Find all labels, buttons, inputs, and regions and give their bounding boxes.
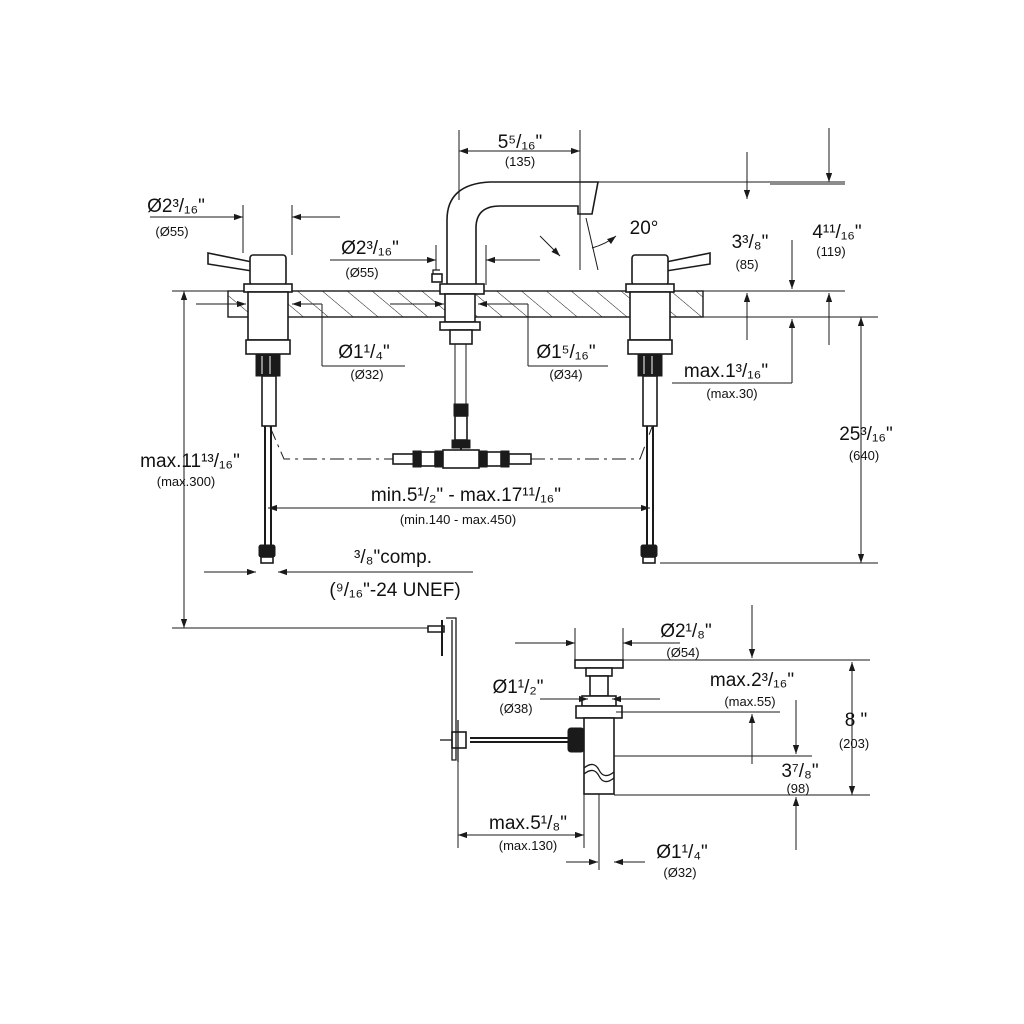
drain-deck-metric: (max.55): [724, 694, 775, 709]
drain-hole-label: Ø1¹/₂": [492, 677, 543, 698]
drain-assembly: [172, 617, 624, 870]
tail-dia-metric: (Ø32): [663, 865, 696, 880]
rod-reach-metric: (max.130): [499, 838, 558, 853]
drain-tail-label: 3⁷/₈": [781, 761, 818, 782]
spout-reach-metric: (135): [505, 154, 535, 169]
angle-label: 20°: [630, 218, 659, 239]
under-deck-metric: (max.300): [157, 474, 216, 489]
supply-length-metric: (640): [849, 448, 879, 463]
spout-base-dia-metric: (Ø55): [345, 265, 378, 280]
drain-tail-metric: (98): [786, 781, 809, 796]
drain-flange-metric: (Ø54): [666, 645, 699, 660]
spout-hole-label: Ø1⁵/₁₆": [536, 342, 595, 363]
spread-metric: (min.140 - max.450): [400, 512, 516, 527]
handle-hole-label: Ø1¹/₄": [338, 342, 389, 363]
supply-length-label: 25³/₁₆": [839, 424, 893, 445]
connection-thread: (⁹/₁₆"-24 UNEF): [329, 580, 460, 601]
deck-thickness-metric: (max.30): [706, 386, 757, 401]
connection-label: ³/₈"comp.: [354, 547, 432, 568]
spout-base-dia-label: Ø2³/₁₆": [341, 238, 399, 259]
drain-hole-metric: (Ø38): [499, 701, 532, 716]
spout-hole-metric: (Ø34): [549, 367, 582, 382]
spout-height-label: 3³/₈": [732, 232, 769, 253]
under-deck-label: max.11¹³/₁₆": [140, 451, 240, 472]
tail-dia-label: Ø1¹/₄": [656, 842, 707, 863]
dimension-lines: [150, 128, 878, 866]
drain-height-label: 8 ": [845, 710, 868, 731]
spout-height-metric: (85): [735, 257, 758, 272]
drain-deck-label: max.2³/₁₆": [710, 670, 794, 691]
tee-connector: [392, 449, 532, 469]
right-handle-assembly: [625, 252, 711, 564]
drain-flange-label: Ø2¹/₈": [660, 621, 712, 642]
drain-height-metric: (203): [839, 736, 869, 751]
spread-label: min.5¹/₂" - max.17¹¹/₁₆": [371, 485, 561, 506]
deck-thickness-label: max.1³/₁₆": [684, 361, 768, 382]
handle-hole-metric: (Ø32): [350, 367, 383, 382]
spout-assembly: [269, 181, 653, 469]
total-height-metric: (119): [816, 244, 845, 259]
left-handle-assembly: [207, 252, 293, 564]
handle-dia-label: Ø2³/₁₆": [147, 196, 205, 217]
total-height-label: 4¹¹/₁₆": [812, 222, 861, 243]
rod-reach-label: max.5¹/₈": [489, 813, 567, 834]
handle-dia-metric: (Ø55): [155, 224, 188, 239]
spout-reach-label: 5⁵/₁₆": [498, 132, 543, 153]
